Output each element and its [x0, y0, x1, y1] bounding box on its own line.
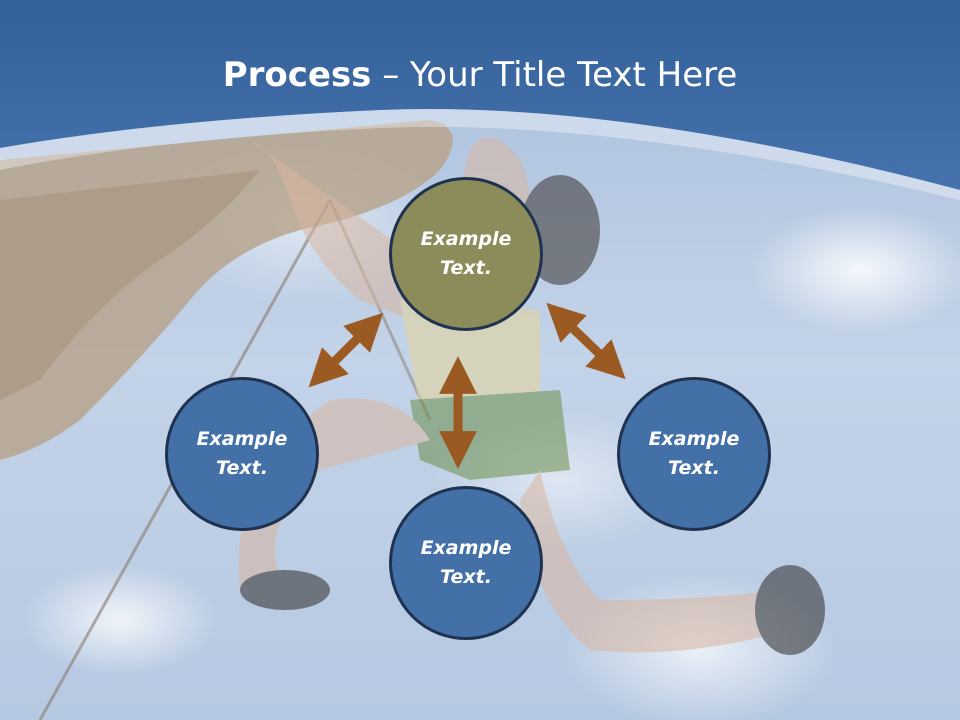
double-arrow-icon	[308, 312, 384, 388]
node-text-line1: Example	[420, 228, 512, 250]
slide-title: Process – Your Title Text Here	[0, 52, 960, 98]
node-text-line2: Text.	[216, 457, 268, 479]
node-text-line1: Example	[420, 537, 512, 559]
node-text-line2: Text.	[440, 566, 492, 588]
node-text-line2: Text.	[668, 457, 720, 479]
title-rest: – Your Title Text Here	[371, 55, 738, 95]
node-text-line2: Text.	[440, 257, 492, 279]
header-band	[0, 0, 960, 200]
double-arrow-icon	[546, 302, 626, 380]
title-bold: Process	[222, 55, 372, 95]
node-text-line1: Example	[648, 428, 740, 450]
node-text-line1: Example	[196, 428, 288, 450]
